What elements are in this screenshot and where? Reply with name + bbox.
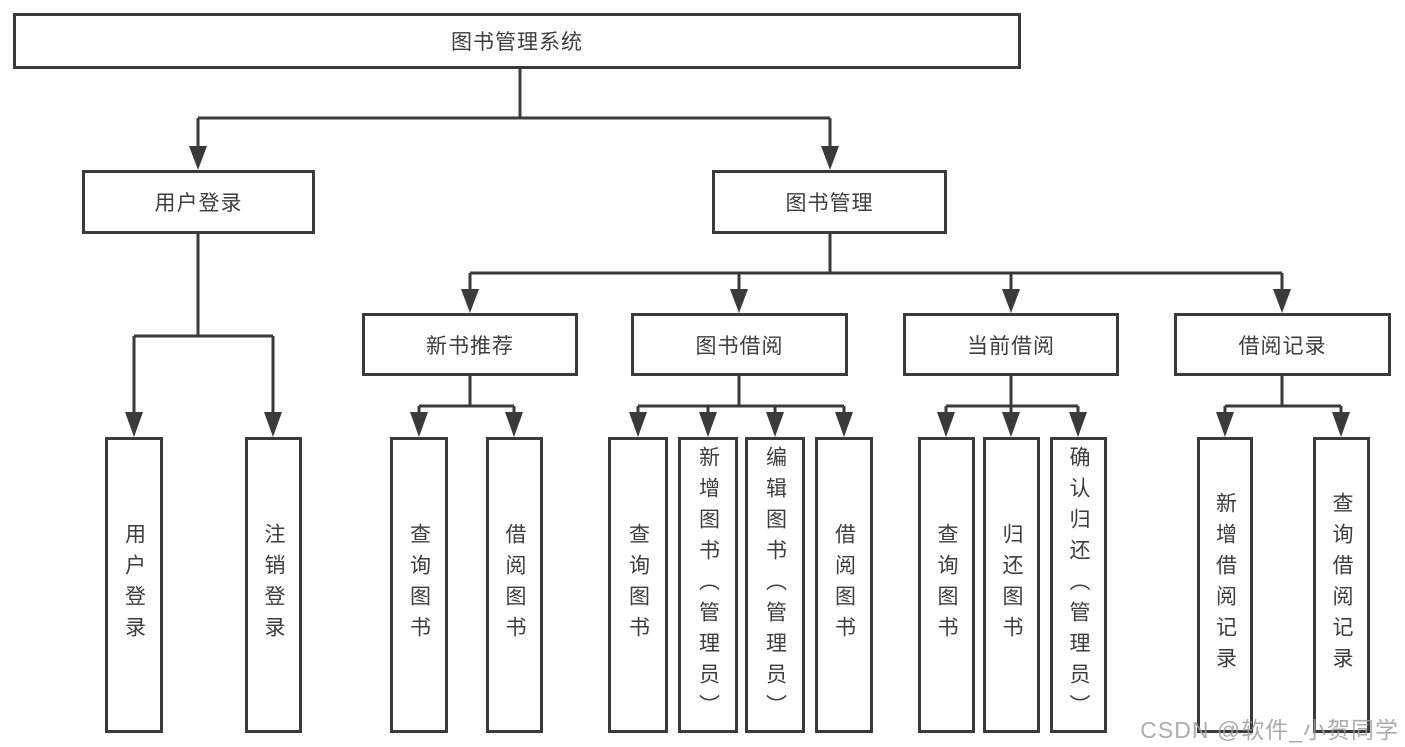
arrow-down-icon: [1002, 289, 1020, 313]
connector-paths: [132, 68, 1343, 416]
leaf-logout: 注销登录: [245, 437, 302, 733]
leaf-current-return-books: 归还图书: [983, 437, 1040, 733]
leaf-current-query-books: 查询图书: [918, 437, 975, 733]
arrow-down-icon: [461, 289, 479, 313]
node-borrow-records: 借阅记录: [1174, 313, 1391, 376]
node-user-login: 用户登录: [82, 170, 315, 234]
arrow-down-icon: [410, 412, 428, 437]
arrow-down-icon: [699, 412, 717, 437]
arrow-down-icon: [189, 146, 207, 170]
node-new-book-recommend: 新书推荐: [362, 313, 578, 376]
csdn-watermark: CSDN @软件_小贺同学: [1140, 717, 1399, 743]
arrow-down-icon: [1069, 412, 1087, 437]
leaf-user-login: 用户登录: [105, 437, 163, 733]
arrow-down-icon: [629, 412, 647, 437]
arrow-down-icon: [1332, 412, 1350, 437]
node-root-system: 图书管理系统: [13, 13, 1021, 69]
leaf-current-confirm-return-admin: 确认归还（管理员）: [1050, 437, 1107, 733]
leaf-borrow-edit-book-admin: 编辑图书（管理员）: [745, 437, 805, 733]
arrow-down-icon: [1002, 412, 1020, 437]
arrowheads: [125, 146, 1350, 437]
node-book-borrow: 图书借阅: [631, 313, 848, 376]
arrow-down-icon: [835, 412, 853, 437]
arrow-down-icon: [1216, 412, 1234, 437]
leaf-records-query-borrow-record: 查询借阅记录: [1313, 437, 1370, 733]
leaf-newbook-query-books: 查询图书: [390, 437, 448, 733]
arrow-down-icon: [937, 412, 955, 437]
leaf-newbook-borrow-books: 借阅图书: [486, 437, 543, 733]
node-book-management: 图书管理: [712, 170, 947, 234]
arrow-down-icon: [505, 412, 523, 437]
arrow-down-icon: [821, 146, 839, 170]
arrow-down-icon: [730, 289, 748, 313]
leaf-borrow-query-books: 查询图书: [608, 437, 668, 733]
leaf-borrow-add-book-admin: 新增图书（管理员）: [678, 437, 738, 733]
arrow-down-icon: [766, 412, 784, 437]
leaf-borrow-borrow-books: 借阅图书: [815, 437, 873, 733]
leaf-records-add-borrow-record: 新增借阅记录: [1197, 437, 1253, 733]
arrow-down-icon: [264, 412, 282, 437]
arrow-down-icon: [125, 412, 143, 437]
arrow-down-icon: [1273, 289, 1291, 313]
node-current-borrow: 当前借阅: [903, 313, 1119, 376]
